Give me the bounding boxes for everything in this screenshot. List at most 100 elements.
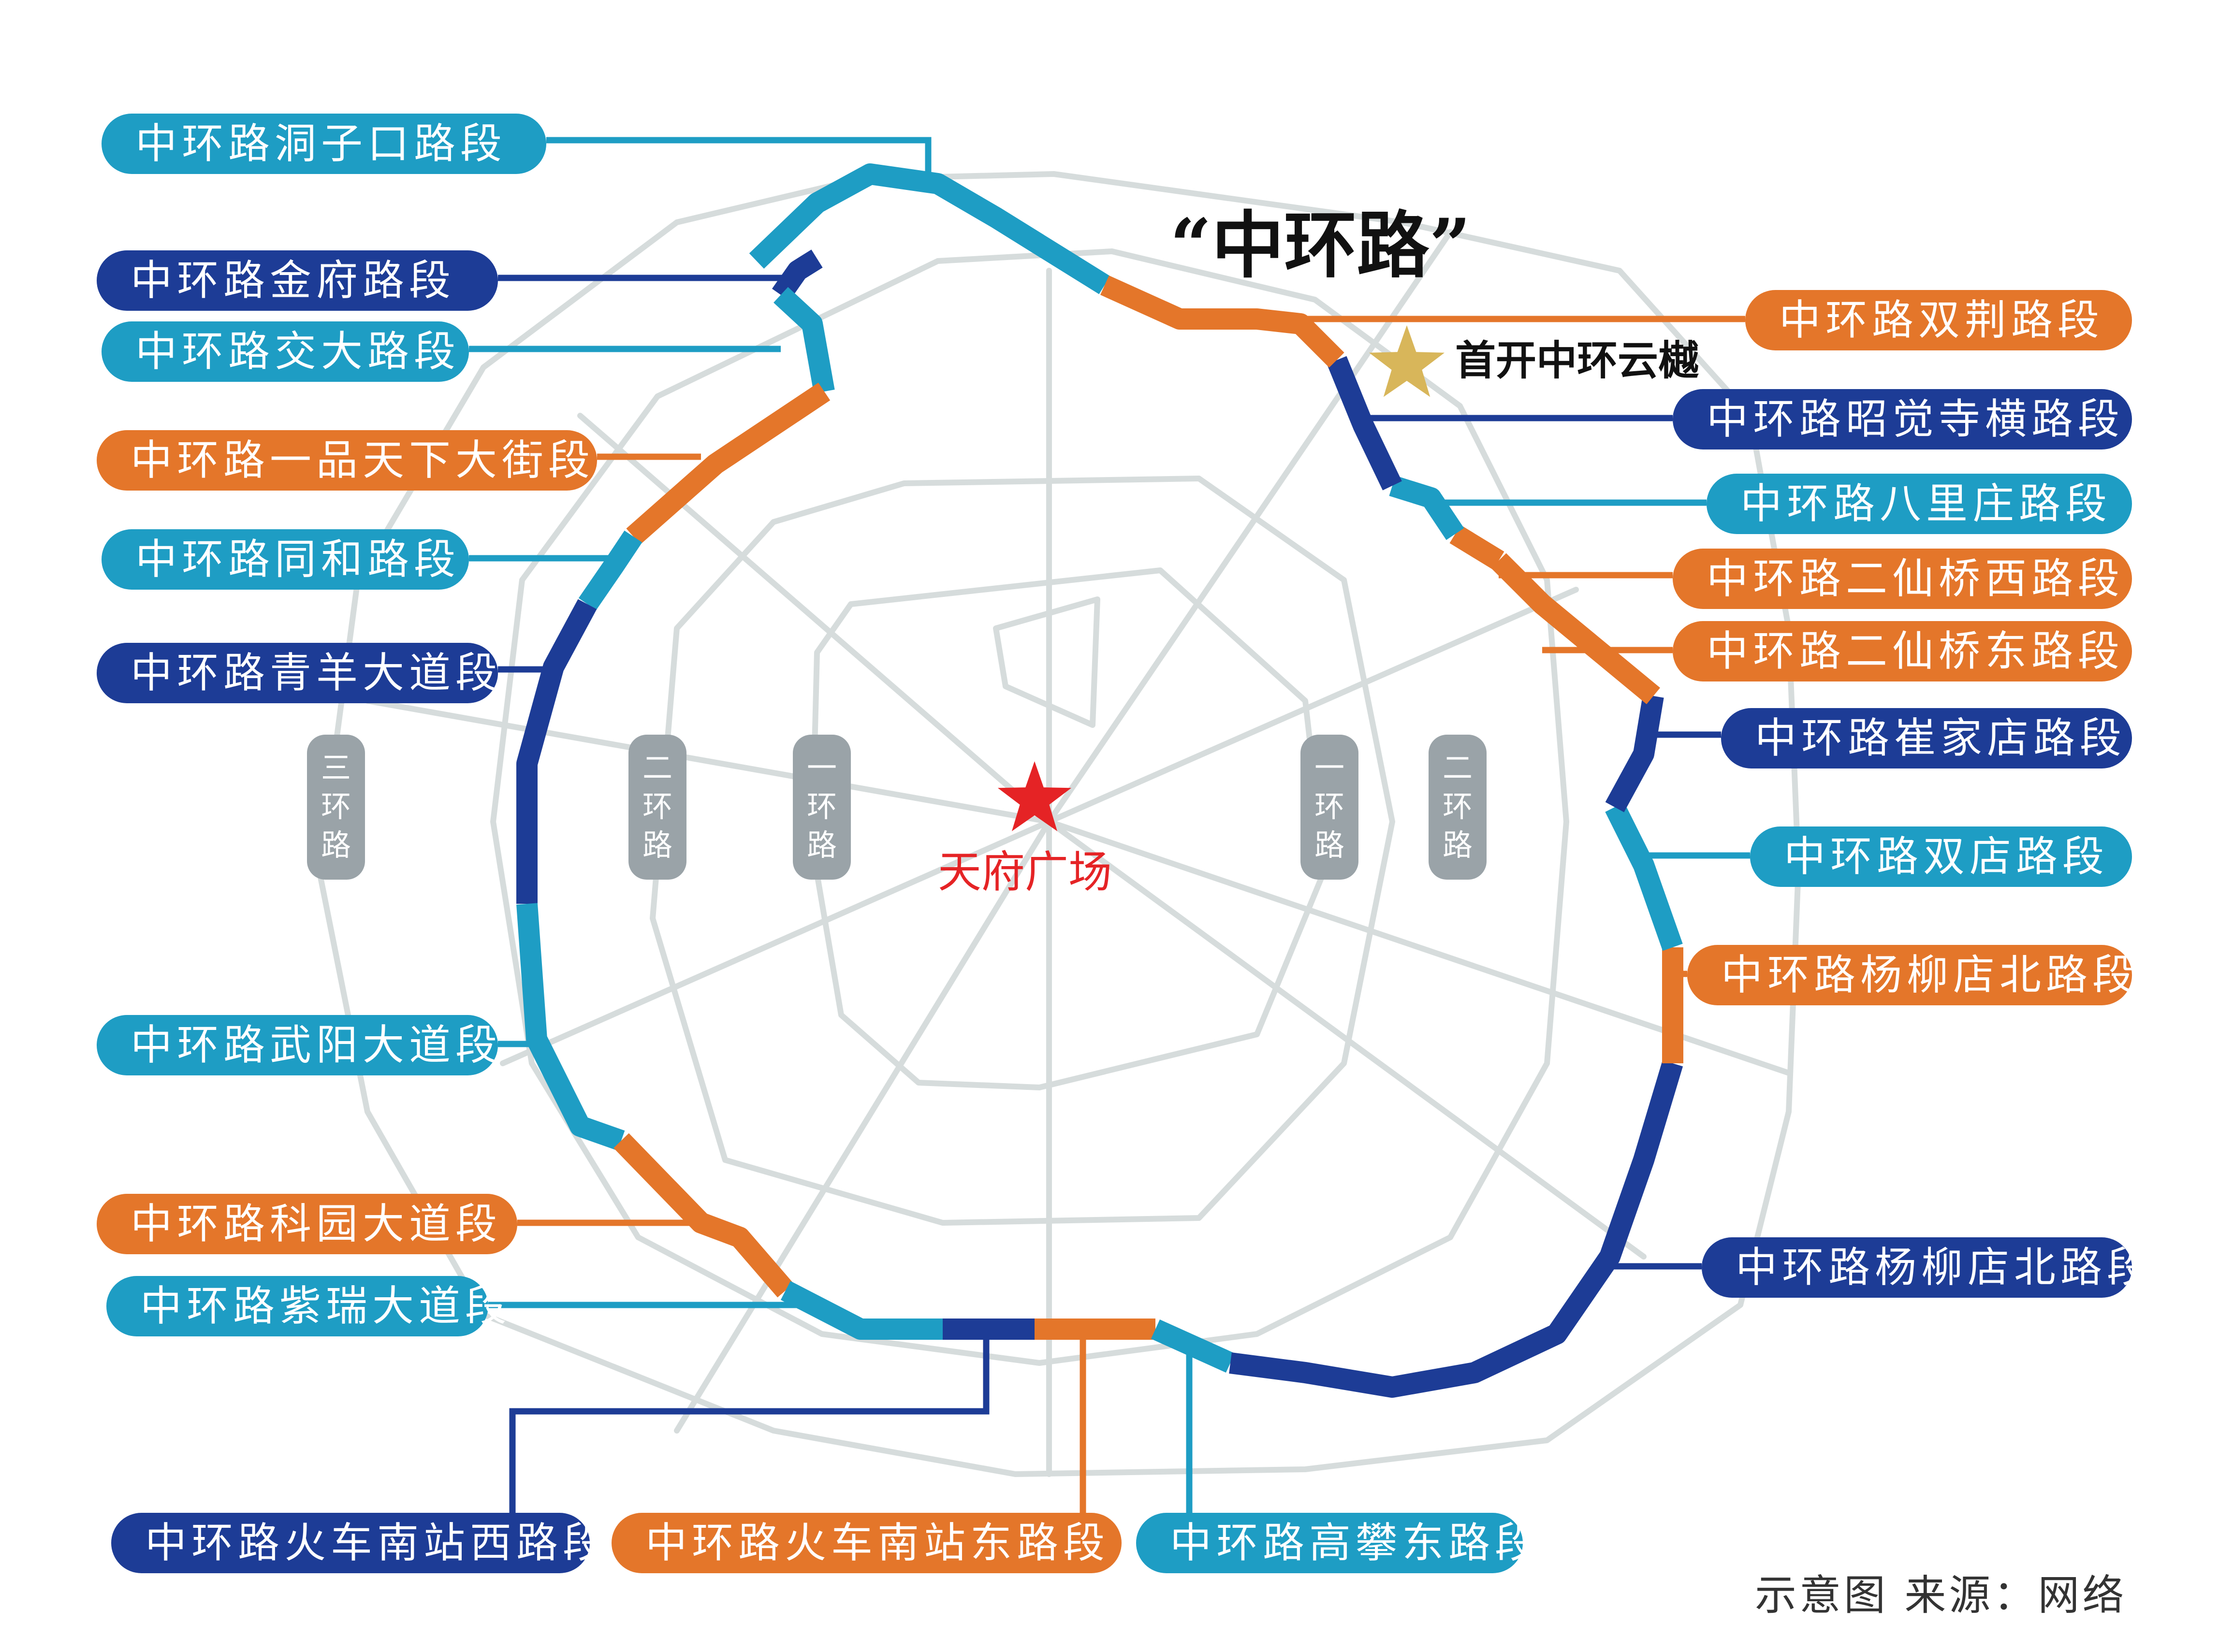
ring-badge-pill: [1429, 735, 1487, 880]
segment-label: 中环路二仙桥东路段: [1673, 621, 2132, 681]
segment-label-pill: [102, 529, 469, 590]
segment-label: 中环路崔家店路段: [1721, 708, 2132, 768]
ring-badge-char: 路: [642, 827, 672, 863]
segment-label: 中环路青羊大道段: [97, 643, 498, 703]
segment-label-pill: [97, 643, 498, 703]
center-star-icon: [997, 761, 1072, 831]
ring-badge-char: 环: [1314, 789, 1344, 824]
segment-label-text: 中环路同和路段: [135, 536, 460, 584]
segment-label-pill: [1687, 945, 2132, 1005]
ring-badge-char: 三: [321, 750, 351, 785]
ring-badge-pill: [307, 735, 365, 880]
ring-badge-char: 二: [1443, 750, 1473, 785]
segment-label: 中环路洞子口路段: [102, 114, 546, 174]
segment-label-pill: [1673, 549, 2132, 609]
segment-label-text: 中环路杨柳店北路段: [1736, 1244, 2153, 1292]
segment-label: 中环路科园大道段: [97, 1194, 517, 1254]
segment-label-text: 中环路双店路段: [1784, 833, 2109, 881]
ring-segment: [578, 530, 642, 610]
segment-label-text: 中环路二仙桥东路段: [1707, 627, 2124, 676]
ring-segment: [1449, 525, 1504, 570]
ring-badge-pill: [793, 735, 851, 880]
segment-label-pill: [111, 1513, 590, 1573]
segment-label-text: 中环路杨柳店北路段: [1721, 951, 2139, 1000]
ring-segment: [1605, 802, 1683, 951]
ring-badge-char: 二: [642, 750, 672, 785]
ring-badge-char: 路: [1443, 827, 1473, 863]
ring-segment: [1389, 476, 1464, 540]
segment-label-pill: [1673, 621, 2132, 681]
segment-label: 中环路紫瑞大道段: [106, 1276, 511, 1336]
segment-label-text: 中环路交大路段: [135, 328, 460, 376]
ring-badge-char: 路: [321, 827, 351, 863]
segment-label-text: 中环路洞子口路段: [135, 120, 507, 168]
segment-label-text: 中环路昭觉寺横路段: [1707, 395, 2124, 444]
segment-label-pill: [97, 1015, 498, 1075]
segment-label: 中环路双荆路段: [1745, 290, 2132, 350]
ring-badge-char: 一: [807, 750, 837, 785]
segment-label: 中环路金府路段: [97, 250, 498, 311]
poi-label: 首开中环云樾: [1455, 337, 1699, 384]
ring-segment: [1229, 1060, 1683, 1398]
segment-label: 中环路武阳大道段: [97, 1015, 502, 1075]
ring-badge-char: 环: [642, 789, 672, 824]
segment-label: 中环路杨柳店北路段: [1702, 1237, 2153, 1298]
segment-label-text: 中环路武阳大道段: [131, 1021, 502, 1070]
ring-segment: [1151, 1319, 1235, 1373]
segment-label-text: 中环路崔家店路段: [1755, 714, 2126, 763]
segment-label-pill: [1745, 290, 2132, 350]
segment-label-text: 中环路火车南站东路段: [645, 1519, 1109, 1567]
segment-label-pill: [97, 250, 498, 311]
outer-ring-road: [316, 171, 1801, 1477]
ring-badge-char: 环: [321, 789, 351, 824]
ring-badge: 二环路: [1429, 735, 1487, 880]
ring-badge-char: 环: [807, 789, 837, 824]
ring-badge-char: 环: [1443, 789, 1473, 824]
ring-badge: 一环路: [793, 735, 851, 880]
segment-label-text: 中环路八里庄路段: [1740, 480, 2112, 528]
segment-label-pill: [1136, 1513, 1523, 1573]
segment-label: 中环路双店路段: [1750, 826, 2132, 887]
segment-labels: 中环路洞子口路段中环路金府路段中环路交大路段中环路一品天下大街段中环路同和路段中…: [97, 114, 2153, 1573]
segment-label-pill: [1707, 474, 2132, 534]
segment-label-text: 中环路一品天下大街段: [131, 436, 595, 485]
segment-label-text: 中环路科园大道段: [131, 1200, 502, 1248]
second-ring-road: [650, 476, 1395, 1226]
ring-segment: [516, 903, 625, 1151]
segment-label-text: 中环路金府路段: [131, 257, 455, 305]
segment-label: 中环路火车南站东路段: [612, 1513, 1122, 1573]
segment-label: 中环路一品天下大街段: [97, 430, 597, 491]
ring-segment: [613, 1133, 794, 1298]
ring-segment: [774, 287, 835, 393]
segment-label-text: 中环路二仙桥西路段: [1707, 555, 2124, 603]
segment-label-pill: [1721, 708, 2132, 768]
segment-label: 中环路昭觉寺横路段: [1673, 389, 2132, 449]
segment-label: 中环路交大路段: [102, 321, 469, 382]
poi-star-icon: [1369, 325, 1445, 397]
segment-label: 中环路同和路段: [102, 529, 469, 590]
segment-label-text: 中环路紫瑞大道段: [140, 1282, 511, 1331]
segment-label-text: 中环路双荆路段: [1779, 296, 2104, 345]
leader-line: [546, 137, 932, 184]
ring-segment: [749, 163, 1110, 294]
segment-label-pill: [1702, 1237, 2132, 1298]
source-note: 示意图 来源：网络: [1755, 1571, 2127, 1620]
ring-segment: [1100, 275, 1344, 368]
segment-label-text: 中环路高攀东路段: [1170, 1519, 1541, 1567]
leader-line: [509, 1334, 990, 1513]
ring-segment: [772, 249, 823, 301]
segment-label-pill: [106, 1276, 488, 1336]
ring-segment: [1491, 553, 1661, 704]
leader-lines: [469, 137, 1750, 1513]
segment-label-pill: [97, 430, 597, 491]
segment-label-pill: [1750, 826, 2132, 887]
ring-segment: [780, 1281, 943, 1340]
ring-badge-pill: [628, 735, 686, 880]
segment-label-pill: [102, 321, 469, 382]
ring-badge: 一环路: [1300, 735, 1358, 880]
ring-segment: [516, 599, 597, 904]
segment-label: 中环路火车南站西路段: [111, 1513, 604, 1573]
ring-badge: 二环路: [628, 735, 686, 880]
